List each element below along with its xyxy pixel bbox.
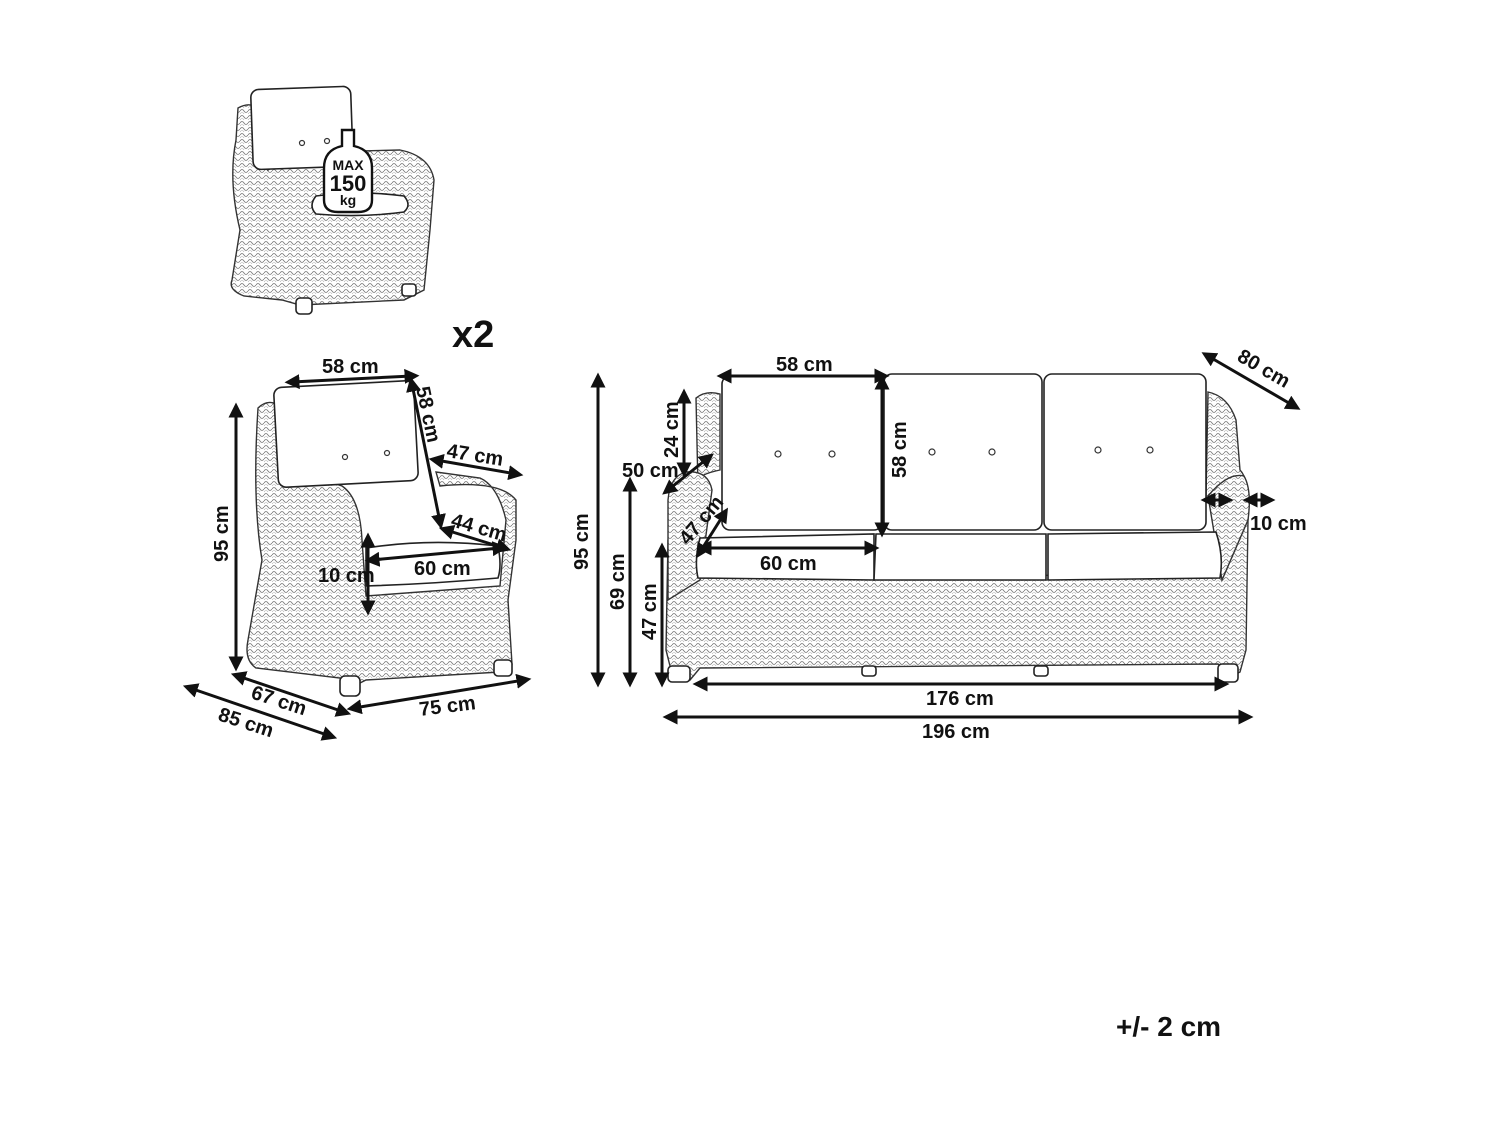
armchair-back-width-label: 58 cm — [322, 356, 379, 378]
armchair-total-depth-label: 85 cm — [215, 704, 276, 742]
sofa-arm-offset-label: 50 cm — [622, 460, 679, 482]
sofa-arm-width-label: 10 cm — [1250, 513, 1307, 535]
sofa-depth-label: 80 cm — [1234, 345, 1294, 392]
max-weight-unit: kg — [340, 192, 356, 208]
sofa-arm-height-label: 24 cm — [661, 401, 683, 458]
tolerance-note: +/- 2 cm — [1116, 1011, 1221, 1042]
sofa-seat-height-label: 47 cm — [639, 583, 661, 640]
sofa-inner-width-label: 176 cm — [926, 688, 994, 710]
sofa-drawing — [665, 373, 1251, 683]
sofa-total-height-label: 95 cm — [571, 513, 593, 570]
max-weight-value: 150 — [330, 171, 367, 196]
sofa-seat-width-label: 60 cm — [760, 553, 817, 575]
sofa-back-height-label: 58 cm — [889, 421, 911, 478]
armchair-total-height-label: 95 cm — [211, 505, 233, 562]
armchair-quantity: x2 — [452, 314, 494, 356]
sofa-total-width-label: 196 cm — [922, 721, 990, 743]
armchair-cushion-thickness-label: 10 cm — [318, 565, 375, 587]
armchair-seat-width-label: 60 cm — [414, 558, 471, 580]
max-weight-badge: MAX 150 kg — [322, 128, 374, 214]
sofa-back-top-height-label: 69 cm — [607, 553, 629, 610]
armchair-thumbnail: MAX 150 kg — [230, 85, 435, 315]
max-weight-label: MAX — [332, 157, 364, 173]
sofa-back-width-label: 58 cm — [776, 354, 833, 376]
armchair-arm-depth-label: 47 cm — [445, 440, 504, 471]
